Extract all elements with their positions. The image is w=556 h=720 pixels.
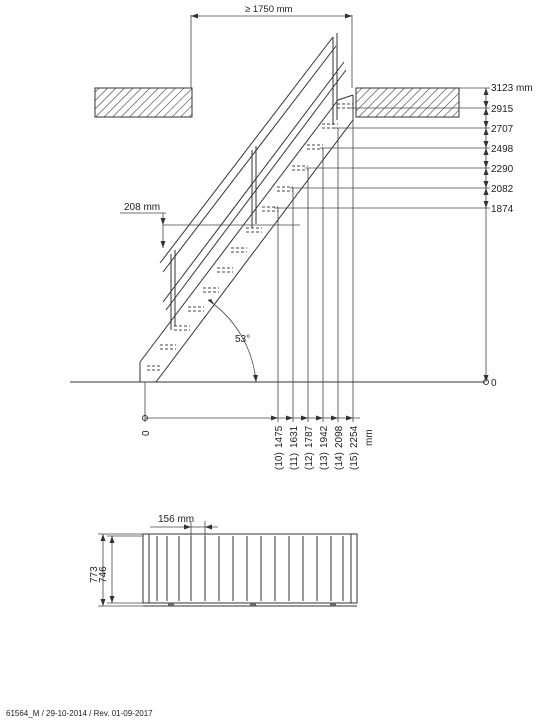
horizontal-mark-step: (10) xyxy=(274,452,285,470)
step-depth-label: 208 mm xyxy=(124,202,160,213)
horizontal-dimensions: 0 (10) 1475 (11) 1631 (12) 1787 (13) 194… xyxy=(141,108,375,470)
tread-width-label: 156 mm xyxy=(158,514,194,525)
width-label: ≥ 1750 mm xyxy=(245,4,293,15)
horizontal-mark-value: 2254 xyxy=(349,425,360,448)
inner-height-label: 746 xyxy=(98,566,109,583)
unit-label: mm xyxy=(364,429,375,446)
left-floor-slab xyxy=(94,87,193,118)
horizontal-mark-step: (13) xyxy=(319,452,330,470)
handrails xyxy=(159,33,347,330)
outer-height-label: 773 xyxy=(89,566,100,583)
horizontal-mark-step: (14) xyxy=(334,452,345,470)
origin-x-label: 0 xyxy=(141,430,152,436)
inner-height-dimension: 746 xyxy=(98,535,143,604)
front-view: 156 mm 773 746 xyxy=(89,514,358,607)
side-elevation: ≥ 1750 mm xyxy=(70,4,533,470)
horizontal-mark-value: 1475 xyxy=(274,425,285,448)
right-floor-slab xyxy=(355,87,460,118)
height-label: 2498 xyxy=(491,144,514,155)
height-label: 2082 xyxy=(491,184,514,195)
angle-indicator: 53° xyxy=(207,299,258,383)
height-label: 3123 mm xyxy=(491,83,533,94)
height-label: 2707 xyxy=(491,124,514,135)
angle-label: 53° xyxy=(235,334,250,345)
horizontal-mark-value: 1631 xyxy=(289,425,300,448)
outer-height-dimension: 773 xyxy=(89,533,143,607)
width-dimension: ≥ 1750 mm xyxy=(190,4,353,88)
document-reference: 61564_M / 29-10-2014 / Rev. 01-09-2017 xyxy=(6,709,153,718)
stair-treads xyxy=(147,103,353,371)
horizontal-mark-value: 1942 xyxy=(319,425,330,448)
horizontal-mark-step: (15) xyxy=(349,452,360,470)
horizontal-mark-value: 2098 xyxy=(334,425,345,448)
height-label: 1874 xyxy=(491,204,514,215)
height-dimensions: 3123 mm 2915 2707 2498 2290 2082 1874 0 xyxy=(274,83,533,389)
tread-width-dimension: 156 mm xyxy=(150,514,218,536)
stair-frame xyxy=(142,533,358,604)
horizontal-mark-step: (11) xyxy=(289,453,300,470)
horizontal-mark-step: (12) xyxy=(304,452,315,470)
tread-slats xyxy=(156,536,344,601)
height-label: 2290 xyxy=(491,164,514,175)
horizontal-mark-value: 1787 xyxy=(304,425,315,448)
step-depth-dimension: 208 mm xyxy=(120,202,300,248)
height-label: 2915 xyxy=(491,104,514,115)
origin-y-label: 0 xyxy=(491,378,497,389)
